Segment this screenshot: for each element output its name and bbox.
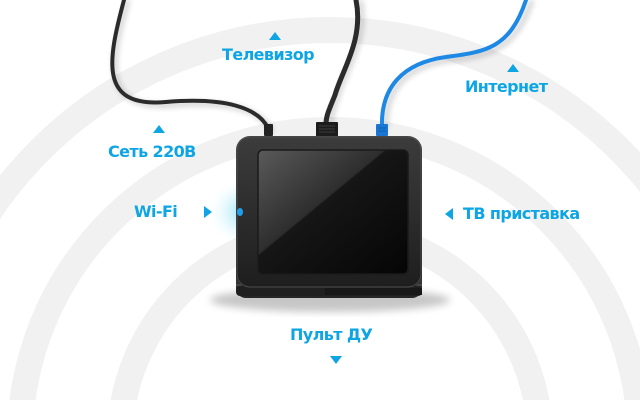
arrow-up-icon xyxy=(153,125,165,133)
set-top-box-device xyxy=(236,136,422,298)
hdmi-cable xyxy=(323,0,361,127)
ethernet-cable xyxy=(379,0,528,128)
arrow-left-icon xyxy=(445,208,453,220)
label-internet: Интернет xyxy=(465,77,548,96)
arrow-up-icon xyxy=(269,32,281,40)
arrow-down-icon xyxy=(330,356,342,364)
label-tv: Телевизор xyxy=(222,45,315,64)
label-set-top-box: ТВ приставка xyxy=(463,204,580,223)
arrow-right-icon xyxy=(204,206,212,218)
label-power: Сеть 220В xyxy=(108,142,196,161)
power-cable xyxy=(110,0,270,130)
label-wifi: Wi-Fi xyxy=(134,202,178,221)
arrow-up-icon xyxy=(507,64,519,72)
label-remote: Пульт ДУ xyxy=(290,325,373,344)
